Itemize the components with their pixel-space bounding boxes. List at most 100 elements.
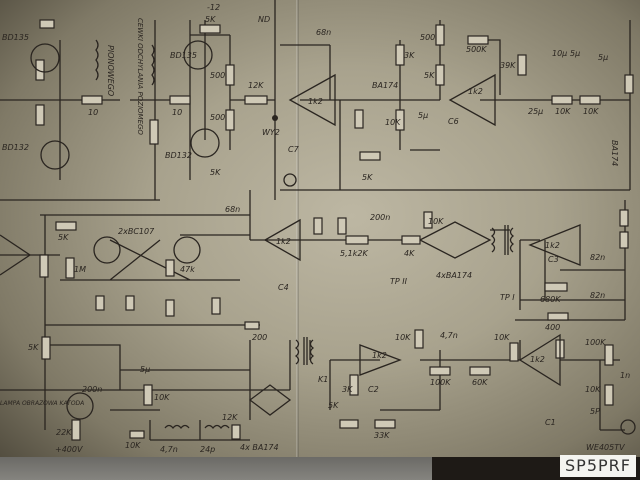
label: 4,7n bbox=[160, 445, 178, 454]
label: 4xBA174 bbox=[436, 271, 472, 280]
watermark: SP5PRF bbox=[560, 455, 636, 477]
label: 1k2 bbox=[530, 355, 545, 364]
label: 10 bbox=[172, 108, 182, 117]
label: 200 bbox=[252, 333, 267, 342]
label: 4x BA174 bbox=[240, 443, 279, 452]
label: 5µ bbox=[570, 49, 580, 58]
label: 10 bbox=[88, 108, 98, 117]
label: 5µ bbox=[418, 111, 428, 120]
label: WY2 bbox=[262, 128, 280, 137]
label: 1k2 bbox=[372, 351, 387, 360]
label: 10K bbox=[125, 441, 141, 450]
label: BD132 bbox=[165, 151, 192, 160]
label: 10K bbox=[555, 107, 571, 116]
label: 200n bbox=[370, 213, 390, 222]
label: 5K bbox=[205, 15, 216, 24]
circuit-drawing: BD135 BD132 PIONOWEGO CEWKI ODCHYLANIA P… bbox=[0, 0, 636, 454]
label: 5K bbox=[58, 233, 69, 242]
label: 10µ bbox=[552, 49, 567, 58]
label: 5µ bbox=[598, 53, 608, 62]
wires bbox=[0, 0, 631, 441]
label: C4 bbox=[278, 283, 289, 292]
label: 400 bbox=[545, 323, 560, 332]
label: BD135 bbox=[2, 33, 29, 42]
label: 500 bbox=[420, 33, 435, 42]
label: 1k2 bbox=[308, 97, 323, 106]
label: 100K bbox=[430, 378, 451, 387]
paper-fold bbox=[296, 0, 299, 457]
label: 10K bbox=[395, 333, 411, 342]
label: 100K bbox=[585, 338, 606, 347]
label: C2 bbox=[368, 385, 379, 394]
label: 10K bbox=[154, 393, 170, 402]
label: TP II bbox=[390, 277, 408, 286]
label: 4,7n bbox=[440, 331, 458, 340]
label: 5K bbox=[362, 173, 373, 182]
label: K1 bbox=[318, 375, 328, 384]
label: TP I bbox=[500, 293, 515, 302]
label: BD135 bbox=[170, 51, 197, 60]
component-labels: BD135 BD132 PIONOWEGO CEWKI ODCHYLANIA P… bbox=[0, 3, 630, 454]
connector-1 bbox=[283, 173, 297, 187]
label: 60K bbox=[472, 378, 488, 387]
label: 68n bbox=[316, 28, 331, 37]
coils-and-transformers bbox=[95, 39, 515, 430]
label: LAMPA OBRAZOWA KATODA bbox=[0, 400, 84, 407]
label: 1M bbox=[74, 265, 86, 274]
label: 680K bbox=[540, 295, 561, 304]
label: 10K bbox=[583, 107, 599, 116]
label: 10K bbox=[494, 333, 510, 342]
label: 82n bbox=[590, 253, 605, 262]
label: BD132 bbox=[2, 143, 29, 152]
label: 10K bbox=[428, 217, 444, 226]
label: 1k2 bbox=[276, 237, 291, 246]
label: 200n bbox=[82, 385, 102, 394]
label: 25µ bbox=[528, 107, 543, 116]
tube-socket-icon bbox=[620, 419, 636, 435]
label: 1k2 bbox=[545, 241, 560, 250]
label: ND bbox=[258, 15, 270, 24]
label: 47k bbox=[180, 265, 195, 274]
label: 5K bbox=[28, 343, 39, 352]
op-amps bbox=[0, 73, 581, 387]
label: -12 bbox=[207, 3, 220, 12]
label: 1k2 bbox=[468, 87, 483, 96]
label: C3 bbox=[548, 255, 559, 264]
resistors bbox=[35, 19, 634, 441]
label: +400V bbox=[55, 445, 83, 454]
label: 12K bbox=[222, 413, 238, 422]
output-terminal bbox=[272, 115, 278, 121]
label: 4K bbox=[404, 249, 415, 258]
label: PIONOWEGO bbox=[106, 45, 115, 96]
label: BA174 bbox=[610, 140, 619, 166]
label: 5K bbox=[210, 168, 221, 177]
label: 5µ bbox=[140, 365, 150, 374]
label: WE405TV bbox=[586, 443, 625, 452]
label: 5K bbox=[328, 401, 339, 410]
label: 500K bbox=[466, 45, 487, 54]
label: C6 bbox=[448, 117, 459, 126]
label: 33K bbox=[374, 431, 390, 440]
underlying-paper bbox=[0, 457, 640, 480]
label: BA174 bbox=[372, 81, 398, 90]
label: 5,1k2K bbox=[340, 249, 368, 258]
label: 10K bbox=[585, 385, 601, 394]
label: 3K bbox=[404, 51, 415, 60]
label: 500 bbox=[210, 113, 225, 122]
label: CEWKI ODCHYLANIA POZIOMEGO bbox=[136, 18, 144, 135]
label: 82n bbox=[590, 291, 605, 300]
label: 22K bbox=[56, 428, 72, 437]
label: 68n bbox=[225, 205, 240, 214]
label: 12K bbox=[248, 81, 264, 90]
label: 39K bbox=[500, 61, 516, 70]
label: 3K bbox=[342, 385, 353, 394]
label: C1 bbox=[545, 418, 556, 427]
label: 2xBC107 bbox=[118, 227, 155, 236]
label: 10K bbox=[385, 118, 401, 127]
label: 500 bbox=[210, 71, 225, 80]
label: C7 bbox=[288, 145, 300, 154]
label: 1n bbox=[620, 371, 630, 380]
label: 24p bbox=[200, 445, 215, 454]
transistors bbox=[30, 40, 220, 420]
